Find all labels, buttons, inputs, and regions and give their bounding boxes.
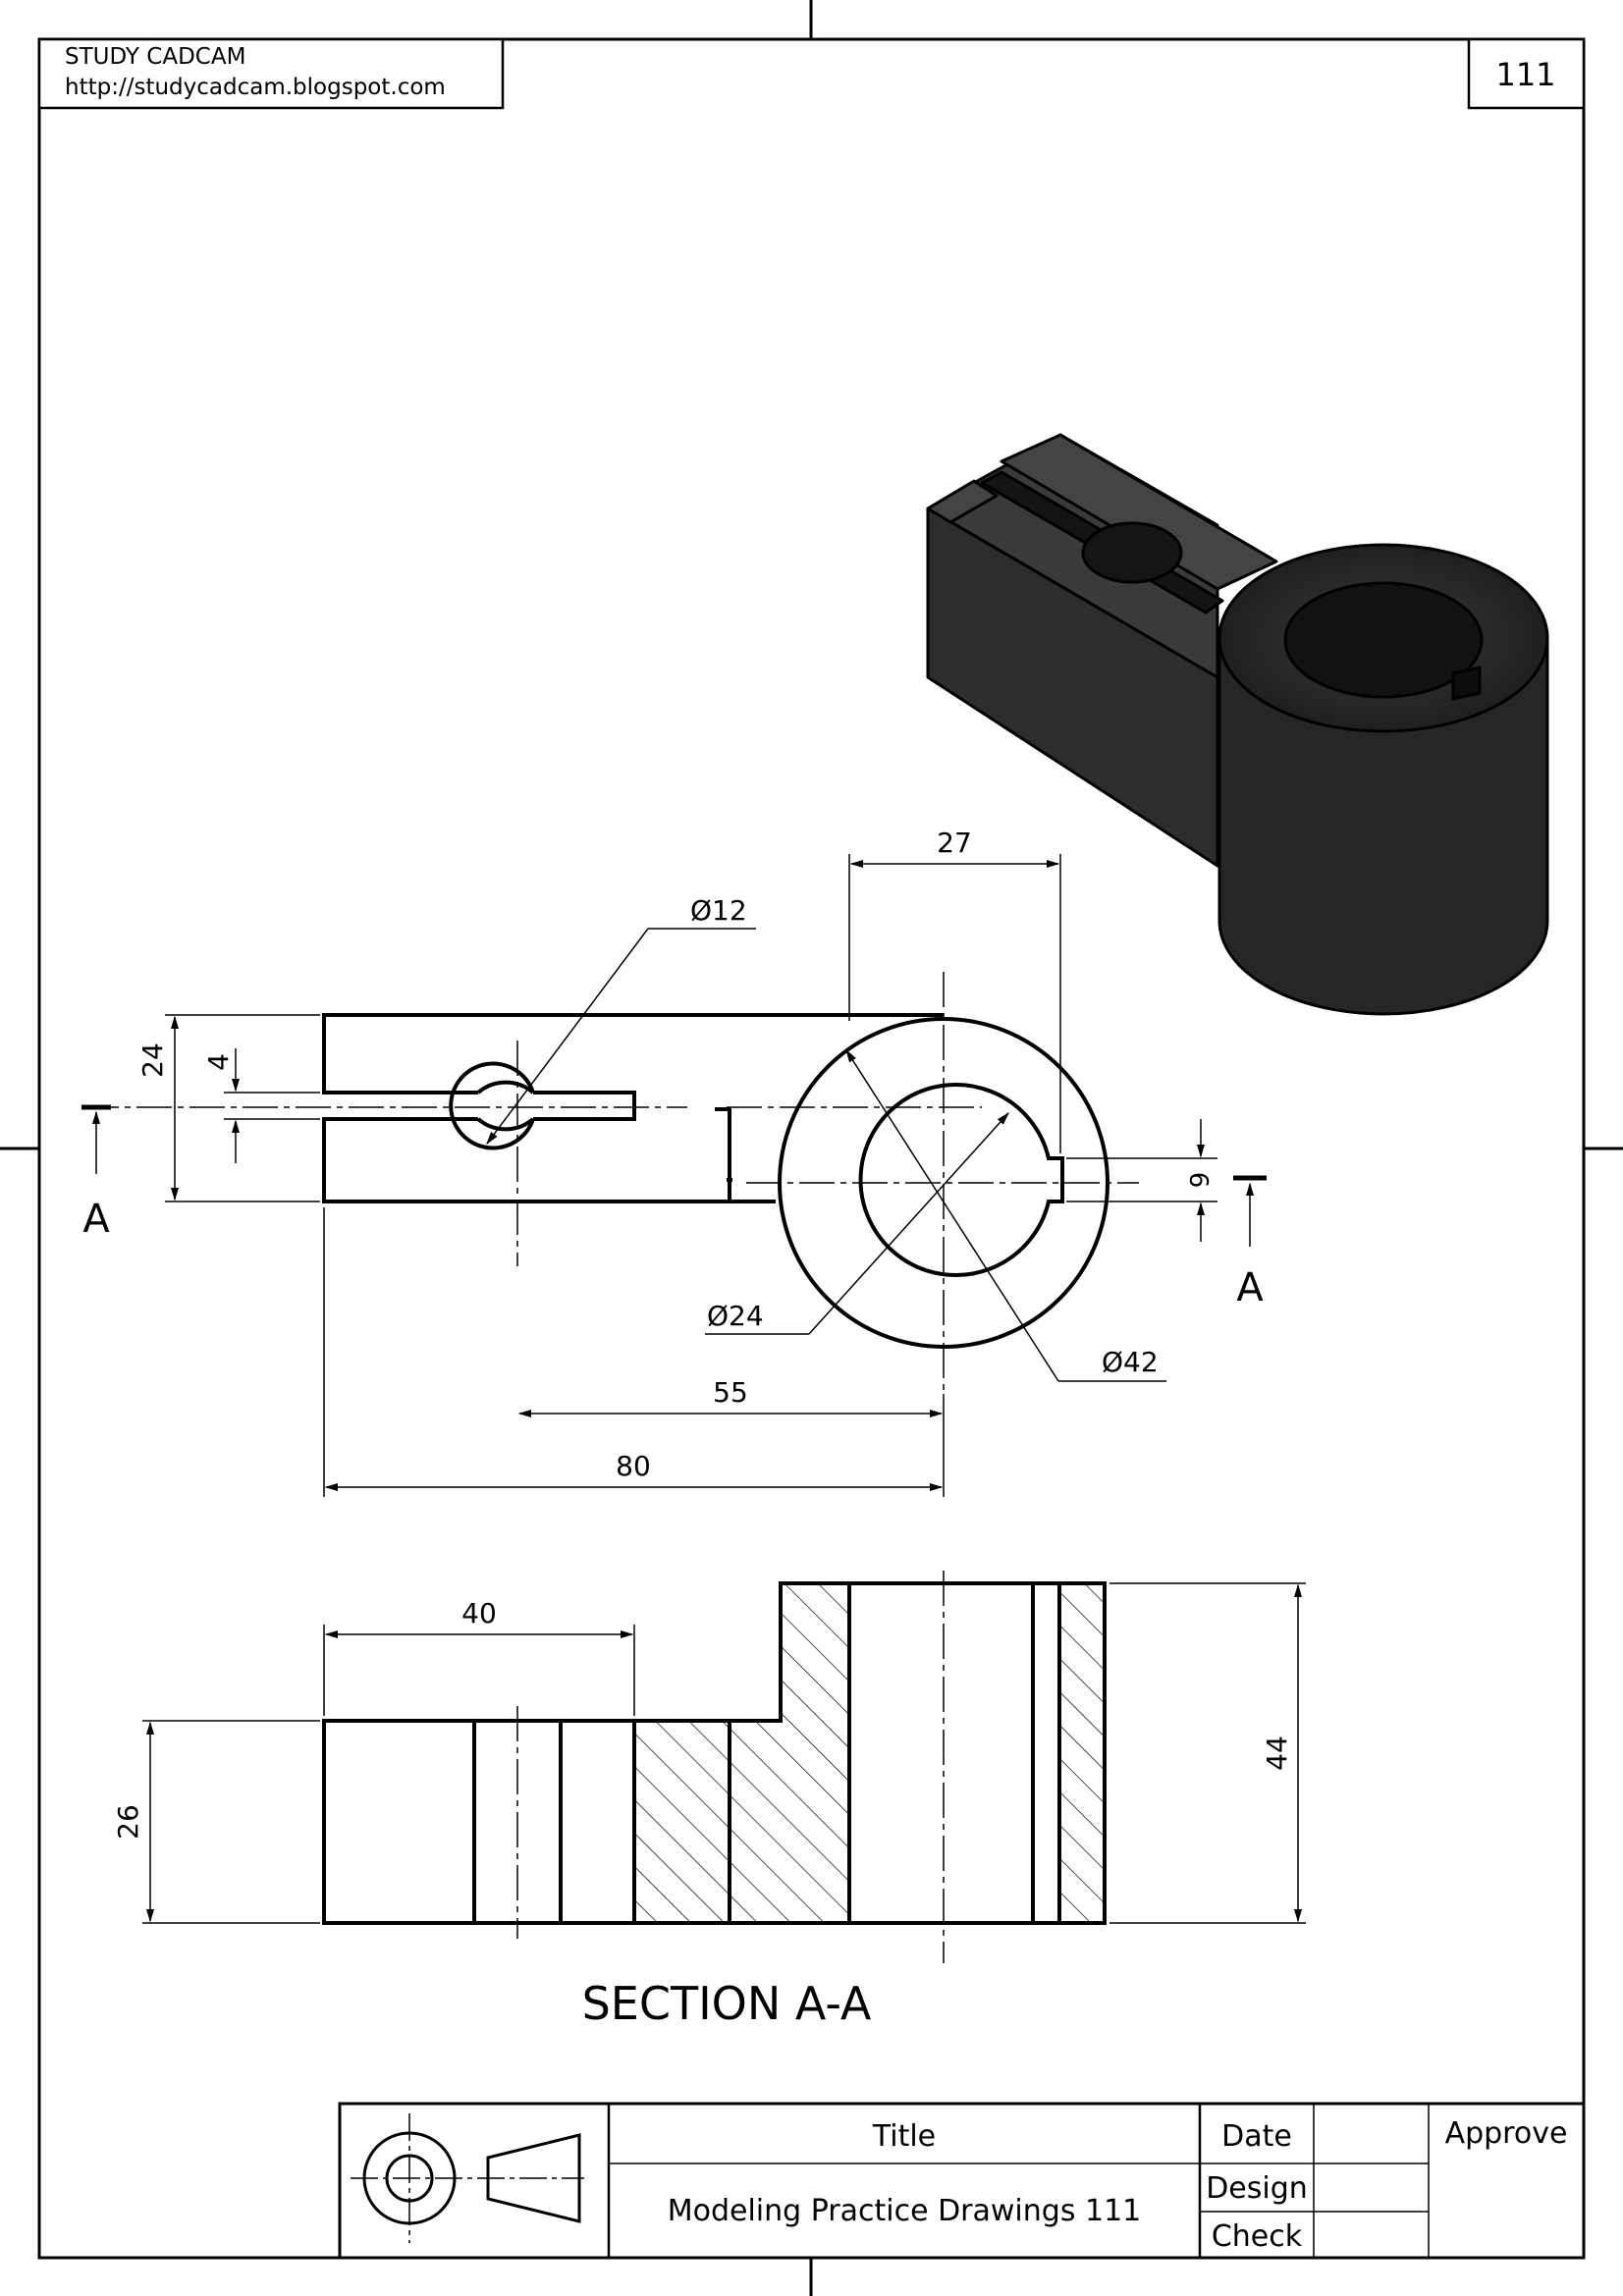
page-number-box: 111 — [1467, 37, 1586, 110]
isometric-model — [926, 433, 1549, 1016]
svg-text:A: A — [82, 1197, 110, 1242]
svg-text:Ø12: Ø12 — [690, 894, 747, 927]
svg-text:Ø24: Ø24 — [707, 1300, 764, 1332]
dimension-80: 80 — [323, 1207, 945, 1497]
title-value: Modeling Practice Drawings 111 — [668, 2194, 1142, 2228]
section-marker-left: A — [81, 1104, 111, 1242]
cylinder-bore — [1283, 581, 1484, 699]
title-label: Title — [872, 2119, 936, 2154]
svg-text:26: 26 — [112, 1804, 144, 1840]
design-label: Design — [1206, 2171, 1308, 2206]
svg-text:Ø42: Ø42 — [1102, 1346, 1159, 1378]
date-label: Date — [1221, 2119, 1292, 2154]
top-view: A A 27 Ø12 24 — [81, 827, 1267, 1497]
third-angle-projection-icon — [351, 2113, 584, 2243]
section-title: SECTION A-A — [582, 1977, 872, 2030]
site-url: http://studycadcam.blogspot.com — [65, 75, 446, 100]
dimension-24-height: 24 — [136, 1014, 320, 1202]
svg-text:55: 55 — [713, 1376, 748, 1409]
bore-with-keyway — [858, 1083, 1064, 1277]
top-view-outline — [322, 1013, 944, 1203]
dimension-dia24: Ø24 — [705, 1111, 1009, 1335]
svg-text:40: 40 — [461, 1597, 497, 1629]
dimension-40: 40 — [323, 1597, 635, 1716]
arm-top-rib-left — [926, 479, 999, 524]
svg-text:44: 44 — [1261, 1735, 1293, 1771]
dimension-6: 6 — [1066, 1119, 1217, 1242]
approve-label: Approve — [1445, 2116, 1568, 2151]
check-label: Check — [1212, 2219, 1303, 2254]
svg-text:80: 80 — [616, 1450, 651, 1482]
arm-hole — [1081, 521, 1183, 584]
dimension-dia12: Ø12 — [486, 894, 756, 1146]
title-block: Title Modeling Practice Drawings 111 Dat… — [338, 2102, 1586, 2260]
svg-text:A: A — [1236, 1265, 1264, 1310]
svg-text:24: 24 — [136, 1042, 169, 1078]
section-marker-right: A — [1233, 1175, 1267, 1310]
dimension-27: 27 — [848, 827, 1061, 1153]
svg-text:27: 27 — [937, 827, 972, 859]
svg-text:6: 6 — [1183, 1172, 1213, 1189]
dimension-55: 55 — [517, 1376, 944, 1418]
dimension-44: 44 — [1109, 1582, 1306, 1924]
header-site-box: STUDY CADCAM http://studycadcam.blogspot… — [37, 37, 505, 110]
svg-text:4: 4 — [202, 1053, 235, 1071]
page-number: 111 — [1495, 56, 1555, 93]
cylinder-body — [1217, 636, 1549, 1016]
small-hole — [449, 1061, 535, 1150]
section-view: 40 26 44 SECTION A-A — [112, 1571, 1306, 2030]
bore-keyway — [1451, 666, 1482, 701]
site-name: STUDY CADCAM — [65, 44, 245, 70]
dimension-dia42: Ø42 — [845, 1048, 1166, 1382]
dimension-4: 4 — [202, 1048, 320, 1163]
section-outline — [322, 1581, 1107, 1925]
dimension-26: 26 — [112, 1720, 320, 1924]
